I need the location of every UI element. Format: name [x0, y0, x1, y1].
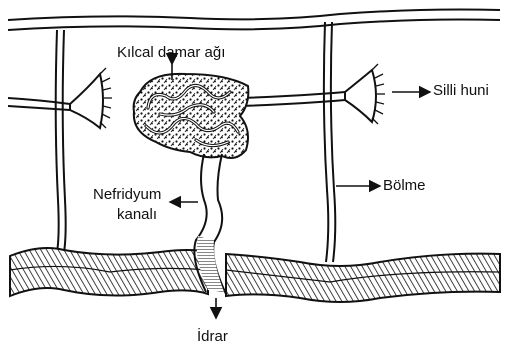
nephridium-canal-label-line2: kanalı [117, 206, 157, 224]
capillary-network-label: Kılcal damar ağı [117, 44, 225, 62]
ciliated-funnel-label: Silli huni [433, 82, 489, 100]
bottom-body-wall [10, 248, 500, 302]
ciliated-funnel [240, 64, 385, 124]
top-body-wall [8, 10, 500, 31]
nephridium-canal-label-line1: Nefridyum [93, 186, 161, 204]
nephridium-canal [194, 154, 226, 294]
left-funnel [8, 68, 112, 128]
septum-label: Bölme [383, 177, 426, 195]
urine-label: İdrar [197, 328, 228, 346]
nephridium-body [134, 74, 249, 158]
